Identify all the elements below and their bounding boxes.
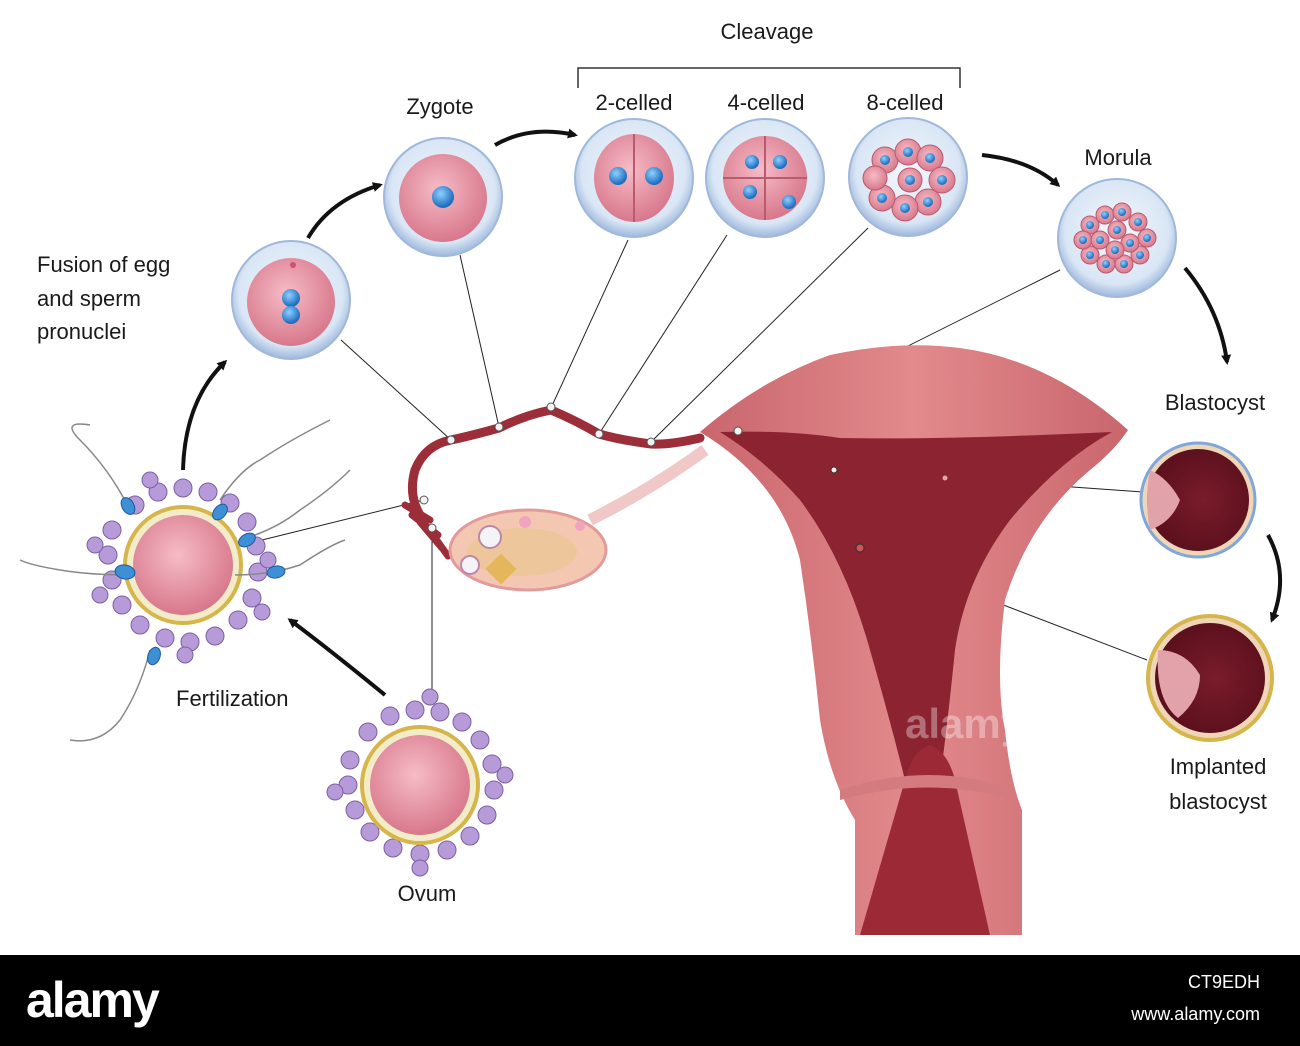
arrow-zygote-to-2cell (494, 128, 578, 147)
arrow-fertilization-to-fusion (181, 359, 228, 471)
label-implanted-line1: Implanted (1169, 754, 1267, 779)
label-morula: Morula (1084, 145, 1152, 170)
two-celled-embryo (574, 118, 694, 238)
tube-site-4cell (594, 429, 604, 439)
arrow-8cell-to-morula (981, 153, 1061, 187)
label-fertilization: Fertilization (176, 686, 289, 711)
label-fusion-line1: Fusion of egg (37, 252, 171, 277)
ovum-illustration (326, 688, 514, 877)
tube-site-8cell (646, 437, 656, 447)
brand-logo[interactable]: alamy (26, 972, 160, 1028)
cleavage-bracket (577, 67, 961, 88)
embryo-development-diagram: alamy (19, 67, 1283, 935)
sperm-cells (19, 419, 351, 742)
implanted-blastocyst-cell (1146, 614, 1274, 742)
fallopian-tube (401, 402, 743, 560)
arrow-fusion-to-zygote (306, 182, 383, 240)
uterus (700, 345, 1128, 935)
four-celled-embryo (705, 118, 825, 238)
label-blastocyst: Blastocyst (1164, 390, 1266, 415)
morula-cell (1057, 178, 1177, 298)
blastocyst-cell (1139, 441, 1257, 559)
uterine-cavity (720, 431, 1112, 780)
ovary (448, 445, 709, 592)
watermark: alamy (905, 700, 1025, 747)
tube-site-fertilization (419, 495, 429, 505)
arrow-ovum-to-fertilization (287, 618, 387, 697)
image-id: CT9EDH (1187, 972, 1260, 992)
label-8-celled: 8-celled (866, 90, 944, 115)
fertilization-illustration (19, 419, 351, 742)
tube-site-morula (733, 426, 743, 436)
eight-celled-embryo (848, 117, 968, 237)
ovarian-ligament (587, 445, 709, 526)
fusion-cell (231, 240, 351, 360)
label-fusion-line3: pronuclei (37, 319, 127, 344)
cervix-opening (840, 775, 1015, 800)
follicle-cells-fertilization (86, 471, 277, 664)
label-implanted-line2: blastocyst (1169, 789, 1267, 814)
tube-site-fusion (446, 435, 456, 445)
uterus-site-implant (855, 543, 865, 553)
process-arrows (181, 128, 1283, 697)
site-url[interactable]: www.alamy.com (1131, 1004, 1260, 1024)
fimbriae (401, 501, 452, 560)
uterus-site-blastocyst (830, 466, 838, 474)
sperm-heads (114, 497, 286, 666)
stock-footer: alamy CT9EDH www.alamy.com (0, 955, 1300, 1046)
tube-site-zygote (494, 422, 504, 432)
label-cleavage: Cleavage (720, 19, 814, 44)
cervix-canal (860, 745, 990, 935)
zygote-cell (383, 137, 503, 257)
tube-site-2cell (546, 402, 556, 412)
label-zygote: Zygote (406, 94, 474, 119)
tube-site-ovum (427, 523, 437, 533)
arrow-morula-to-blastocyst (1183, 266, 1232, 365)
label-2-celled: 2-celled (595, 90, 673, 115)
label-fusion-line2: and sperm (37, 286, 141, 311)
arrow-blastocyst-to-implanted (1266, 534, 1283, 623)
label-4-celled: 4-celled (727, 90, 805, 115)
label-ovum: Ovum (397, 881, 457, 906)
